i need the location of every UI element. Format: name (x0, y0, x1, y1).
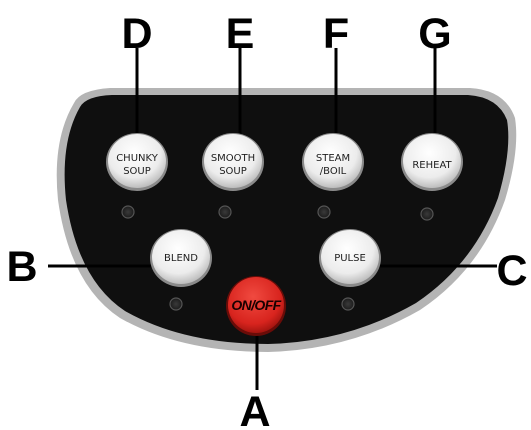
on-off-button[interactable]: ON/OFF (226, 276, 286, 336)
control-panel (64, 95, 509, 344)
callout-a: A (239, 388, 270, 430)
steam-boil-button[interactable]: STEAM /BOIL (302, 133, 364, 191)
steam-boil-label-line2: /BOIL (320, 166, 347, 177)
smooth-soup-label-line2: SOUP (219, 166, 247, 177)
pulse-indicator-light (341, 297, 355, 311)
callout-b: B (6, 243, 37, 291)
reheat-label: REHEAT (412, 160, 452, 171)
chunky-soup-label-line2: SOUP (123, 166, 151, 177)
chunky-soup-button[interactable]: CHUNKY SOUP (106, 133, 168, 191)
smooth-soup-label-line1: SMOOTH (211, 153, 255, 164)
steam-boil-indicator-light (317, 205, 331, 219)
chunky-soup-indicator-light (121, 205, 135, 219)
pulse-button[interactable]: PULSE (319, 229, 381, 287)
blend-button[interactable]: BLEND (150, 229, 212, 287)
callout-c: C (496, 247, 527, 295)
blend-label: BLEND (164, 253, 198, 264)
callout-d: D (121, 10, 152, 58)
reheat-indicator-light (420, 207, 434, 221)
smooth-soup-button[interactable]: SMOOTH SOUP (202, 133, 264, 191)
reheat-button[interactable]: REHEAT (401, 133, 463, 191)
callout-e: E (226, 10, 255, 58)
pulse-label: PULSE (334, 253, 366, 264)
chunky-soup-label-line1: CHUNKY (116, 153, 159, 164)
on-off-label: ON/OFF (231, 297, 281, 313)
blend-indicator-light (169, 297, 183, 311)
smooth-soup-indicator-light (218, 205, 232, 219)
steam-boil-label-line1: STEAM (316, 153, 350, 164)
callout-f: F (323, 10, 349, 58)
callout-g: G (418, 10, 451, 58)
